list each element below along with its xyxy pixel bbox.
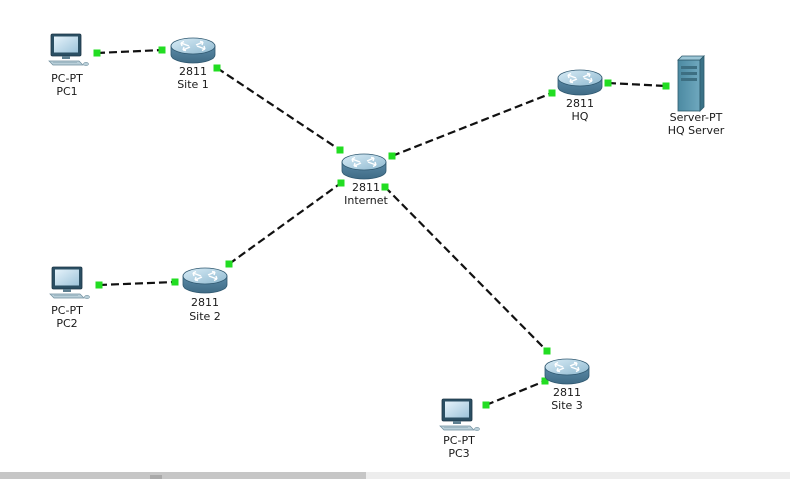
device-name: PC3: [448, 447, 469, 460]
link-site1-internet[interactable]: [216, 67, 341, 151]
pc-icon: [48, 33, 89, 67]
links-layer: [96, 48, 667, 407]
link-light: [541, 377, 549, 385]
device-name: PC2: [56, 317, 77, 330]
device-name: HQ Server: [668, 124, 725, 137]
router-icon: [182, 267, 228, 294]
server-icon: [677, 55, 705, 112]
link-internet-site3[interactable]: [384, 186, 548, 352]
device-model: 2811: [553, 386, 581, 399]
link-light: [93, 49, 101, 57]
link-internet-hq[interactable]: [391, 91, 553, 158]
link-light: [604, 79, 612, 87]
device-name: Site 3: [551, 399, 583, 412]
link-lights-layer: [93, 46, 670, 409]
link-light: [336, 146, 344, 154]
link-hq-hqserver[interactable]: [607, 81, 667, 88]
link-light: [543, 347, 551, 355]
device-name: Site 1: [177, 78, 209, 91]
device-site3[interactable]: 2811 Site 3: [544, 358, 590, 412]
link-pc1-site1[interactable]: [96, 48, 163, 55]
device-model: Server-PT: [670, 111, 723, 124]
link-site2-internet[interactable]: [228, 182, 342, 265]
horizontal-scrollbar[interactable]: [0, 472, 790, 479]
device-pc1[interactable]: PC-PT PC1: [48, 33, 89, 98]
router-icon: [557, 69, 603, 96]
link-pc3-site3[interactable]: [485, 379, 546, 407]
link-light: [388, 152, 396, 160]
device-hq-server[interactable]: Server-PT HQ Server: [668, 55, 725, 137]
link-light: [95, 281, 103, 289]
device-model: 2811: [191, 296, 219, 309]
device-model: PC-PT: [443, 434, 475, 447]
device-model: PC-PT: [51, 304, 83, 317]
link-light: [662, 82, 670, 90]
scrollbar-thumb[interactable]: [0, 472, 366, 479]
link-light: [213, 64, 221, 72]
device-pc3[interactable]: PC-PT PC3: [439, 398, 480, 460]
device-hq[interactable]: 2811 HQ: [557, 69, 603, 123]
device-model: 2811: [566, 97, 594, 110]
pc-icon: [49, 266, 90, 300]
link-light: [171, 278, 179, 286]
link-light: [482, 401, 490, 409]
device-pc2[interactable]: PC-PT PC2: [49, 266, 90, 330]
link-light: [225, 260, 233, 268]
link-light: [548, 89, 556, 97]
device-name: Site 2: [189, 310, 221, 323]
device-site2[interactable]: 2811 Site 2: [182, 267, 228, 323]
link-light: [381, 183, 389, 191]
router-icon: [341, 153, 387, 180]
device-model: PC-PT: [51, 72, 83, 85]
link-light: [337, 179, 345, 187]
link-light: [158, 46, 166, 54]
device-model: 2811: [352, 181, 380, 194]
router-icon: [544, 358, 590, 385]
pc-icon: [439, 398, 480, 432]
device-name: HQ: [572, 110, 589, 123]
scrollbar-grip-icon: [150, 475, 162, 479]
device-name: PC1: [56, 85, 77, 98]
device-site1[interactable]: 2811 Site 1: [170, 37, 216, 91]
device-internet[interactable]: 2811 Internet: [341, 153, 389, 207]
link-pc2-site2[interactable]: [98, 280, 176, 287]
device-name: Internet: [344, 194, 388, 207]
router-icon: [170, 37, 216, 64]
device-model: 2811: [179, 65, 207, 78]
